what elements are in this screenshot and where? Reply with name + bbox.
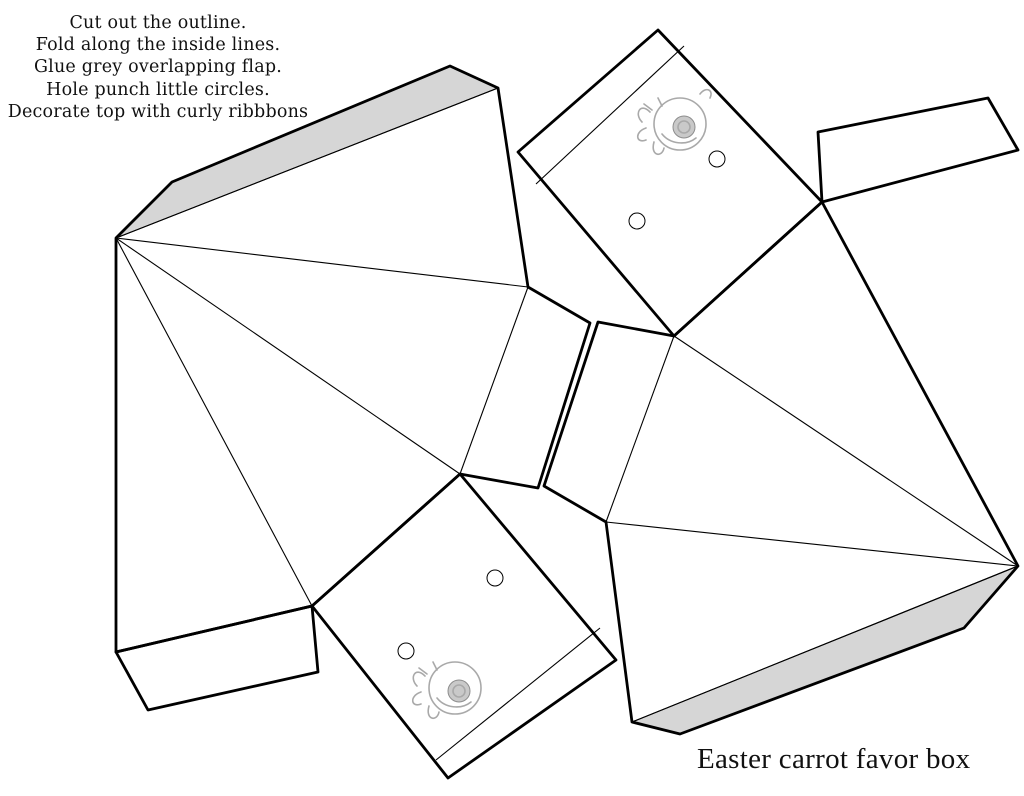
bottom-panel-left xyxy=(310,472,618,780)
top-panel-right xyxy=(516,28,824,338)
instruction-line: Decorate top with curly ribbbons xyxy=(7,101,309,122)
fold-line xyxy=(459,286,529,475)
bunny-ornament-icon xyxy=(636,88,712,155)
fold-line xyxy=(435,627,601,761)
side-flap-right xyxy=(816,96,1020,204)
instruction-line: Glue grey overlapping flap. xyxy=(33,57,283,78)
template-caption: Easter carrot favor box xyxy=(697,743,971,775)
fold-line xyxy=(631,565,1019,723)
fold-line xyxy=(115,87,499,239)
fold-line xyxy=(115,237,461,475)
right-pyramid-outline xyxy=(542,200,1020,736)
instruction-line: Cut out the outline. xyxy=(69,13,247,33)
punch-hole xyxy=(397,642,415,660)
punch-hole xyxy=(708,150,726,168)
fold-line xyxy=(115,237,313,607)
punch-hole xyxy=(628,212,646,230)
side-flap-left xyxy=(114,604,320,712)
glue-flap-right xyxy=(630,565,1019,735)
punch-hole xyxy=(486,569,504,587)
bunny-ornament-icon xyxy=(411,661,482,719)
instruction-line: Hole punch little circles. xyxy=(46,79,270,100)
fold-line xyxy=(673,335,1019,567)
fold-line xyxy=(115,237,529,288)
fold-line xyxy=(605,335,675,523)
fold-line xyxy=(535,45,685,185)
instructions-block: Cut out the outline. Fold along the insi… xyxy=(0,12,316,123)
instruction-line: Fold along the inside lines. xyxy=(35,35,281,56)
fold-line xyxy=(605,521,1019,567)
